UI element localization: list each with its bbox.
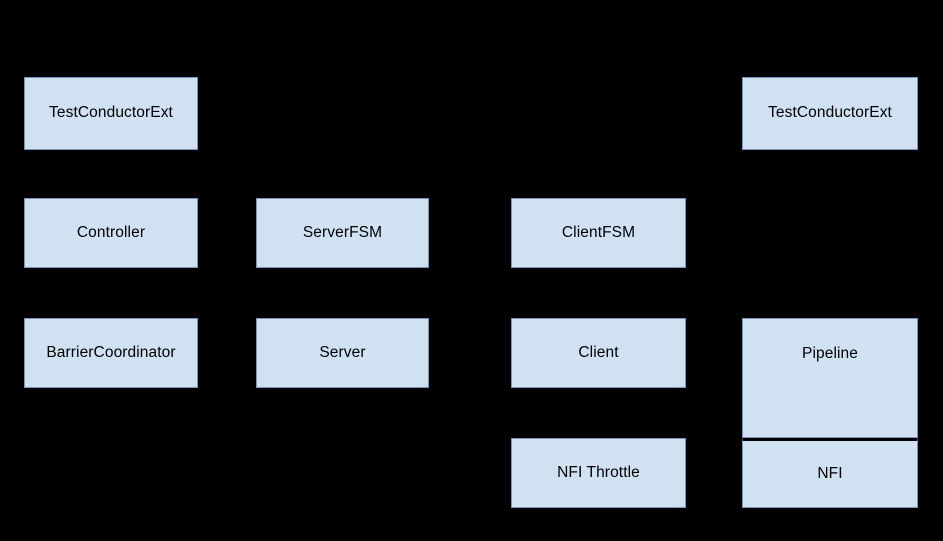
node-label: NFI Throttle xyxy=(557,463,640,481)
node-label: TestConductorExt xyxy=(768,104,892,122)
node-test-conductor-ext-right[interactable]: TestConductorExt xyxy=(742,77,918,150)
node-pipeline[interactable]: Pipeline xyxy=(742,318,918,438)
node-client[interactable]: Client xyxy=(511,318,686,388)
node-nfi-throttle[interactable]: NFI Throttle xyxy=(511,438,686,508)
node-label: NFI xyxy=(817,464,843,482)
node-client-fsm[interactable]: ClientFSM xyxy=(511,198,686,268)
node-label: Client xyxy=(578,343,619,361)
node-label: ServerFSM xyxy=(302,223,383,241)
node-controller[interactable]: Controller xyxy=(24,198,198,268)
node-label: BarrierCoordinator xyxy=(46,343,176,361)
node-server[interactable]: Server xyxy=(256,318,429,388)
node-label: Controller xyxy=(76,223,146,241)
node-test-conductor-ext-left[interactable]: TestConductorExt xyxy=(24,77,198,150)
node-label: TestConductorExt xyxy=(49,104,173,122)
node-label: Server xyxy=(319,343,366,361)
node-barrier-coordinator[interactable]: BarrierCoordinator xyxy=(24,318,198,388)
node-nfi[interactable]: NFI xyxy=(742,438,918,508)
node-server-fsm[interactable]: ServerFSM xyxy=(256,198,429,268)
node-label: ClientFSM xyxy=(561,223,636,241)
node-label: Pipeline xyxy=(802,345,858,362)
